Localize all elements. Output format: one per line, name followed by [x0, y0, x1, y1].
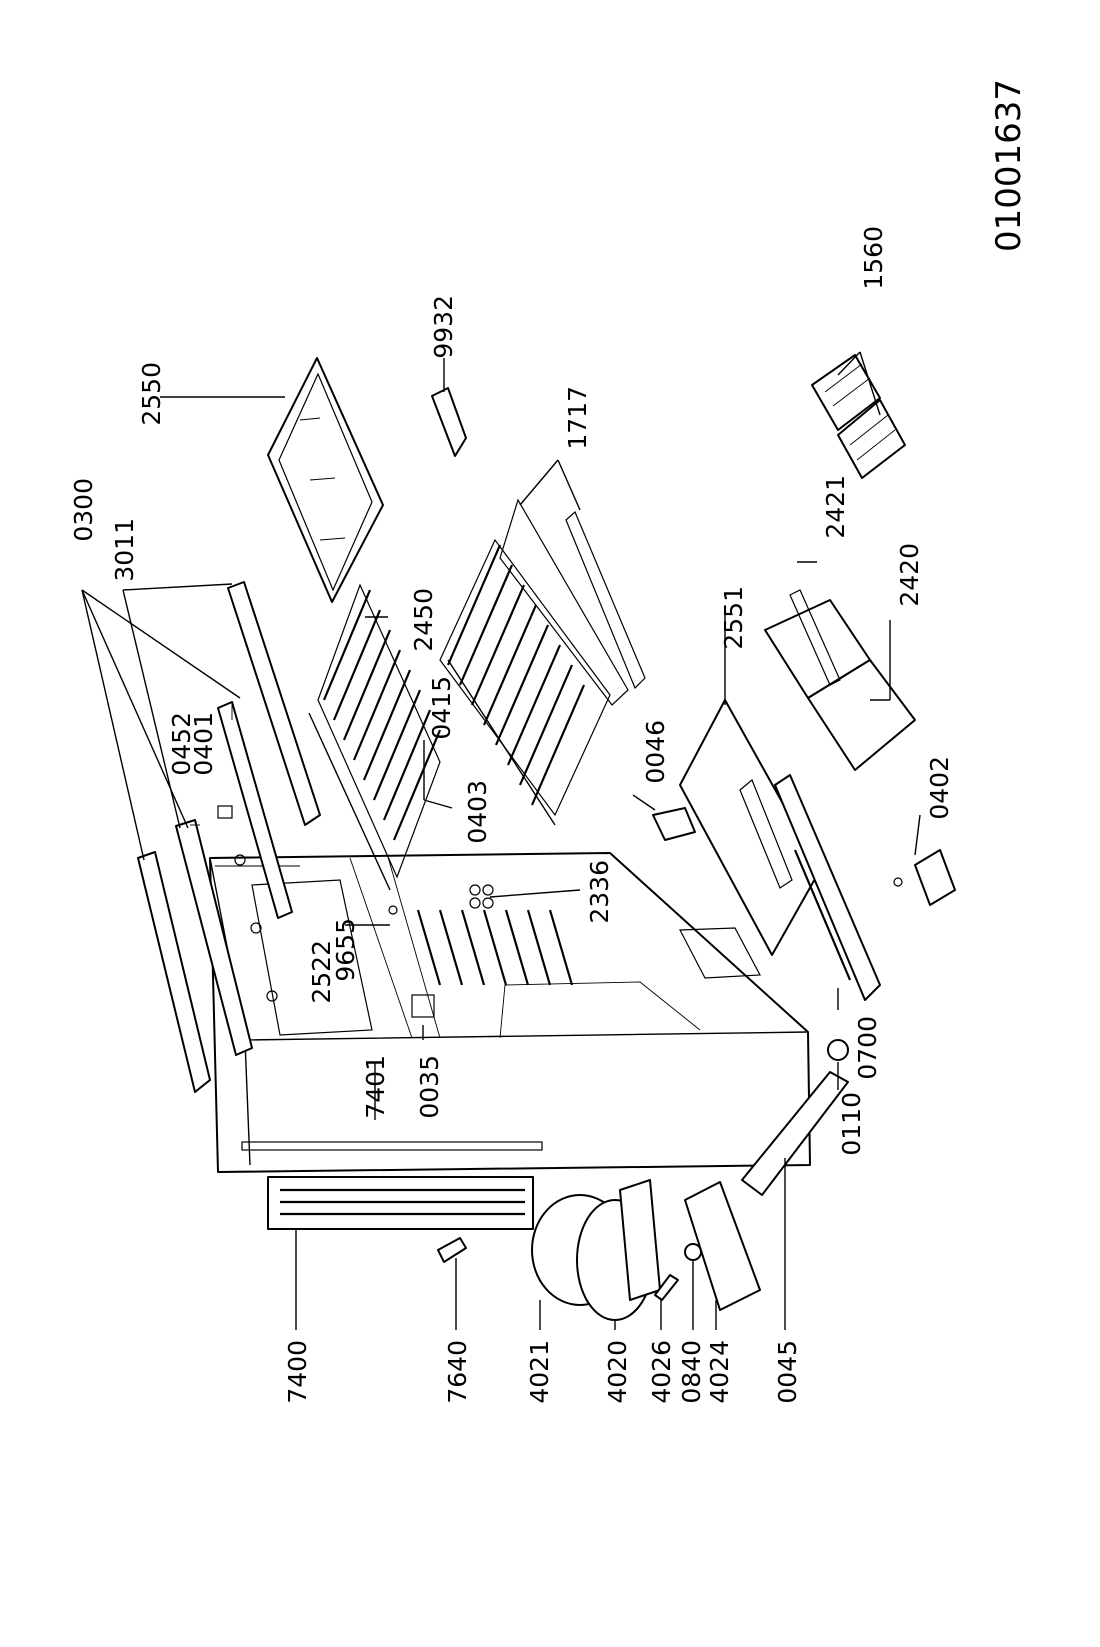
leader-lines — [81, 351, 921, 1330]
thermostat-part — [437, 1237, 467, 1263]
grommet-part — [684, 1243, 702, 1261]
ice-trays — [811, 354, 906, 479]
wire-shelf-lower — [439, 498, 646, 826]
label-2522: 2522 — [307, 940, 336, 1004]
label-0401: 0401 — [189, 712, 218, 776]
clip-part — [654, 1274, 679, 1301]
glass-shelf — [267, 357, 384, 603]
small-clip-part — [431, 387, 467, 457]
storage-baskets — [764, 589, 916, 771]
label-1560: 1560 — [859, 226, 888, 290]
rear-condenser — [267, 1176, 534, 1230]
label-4024: 4024 — [705, 1340, 734, 1404]
label-0452: 0452 — [167, 712, 196, 776]
label-0300: 0300 — [69, 478, 98, 542]
drawer-rail — [774, 774, 881, 1001]
label-7640: 7640 — [443, 1340, 472, 1404]
label-0415: 0415 — [427, 676, 456, 740]
label-1717: 1717 — [563, 386, 592, 450]
label-0402: 0402 — [925, 756, 954, 820]
label-7401: 7401 — [361, 1055, 390, 1119]
label-9655: 9655 — [331, 918, 360, 982]
label-4026: 4026 — [647, 1340, 676, 1404]
part-number-labels: 0300 3011 2550 9932 1717 1560 2450 0415 … — [69, 79, 1029, 1404]
label-0110: 0110 — [837, 1092, 866, 1156]
label-2420: 2420 — [895, 543, 924, 607]
base-plate — [684, 1181, 761, 1311]
front-kick-panel — [741, 1071, 849, 1196]
label-2336: 2336 — [585, 860, 614, 924]
label-0045: 0045 — [773, 1340, 802, 1404]
label-2550: 2550 — [137, 362, 166, 426]
label-2421: 2421 — [821, 475, 850, 539]
hinge-plate — [893, 849, 956, 906]
label-0700: 0700 — [853, 1016, 882, 1080]
compressor-assembly — [531, 1179, 661, 1321]
cabinet-body — [209, 852, 811, 1173]
label-9932: 9932 — [429, 295, 458, 359]
label-3011: 3011 — [110, 518, 139, 582]
leveling-foot — [827, 1039, 849, 1061]
document-number: 01001637 — [989, 79, 1029, 252]
label-4021: 4021 — [525, 1340, 554, 1404]
label-0046: 0046 — [641, 720, 670, 784]
label-4020: 4020 — [603, 1340, 632, 1404]
wire-shelf-upper — [308, 583, 442, 891]
label-2551: 2551 — [719, 586, 748, 650]
label-2450: 2450 — [409, 588, 438, 652]
top-rail-parts — [137, 581, 321, 1093]
label-0035: 0035 — [415, 1055, 444, 1119]
label-7400: 7400 — [283, 1340, 312, 1404]
label-0840: 0840 — [677, 1340, 706, 1404]
inner-ribs — [416, 909, 574, 986]
small-bracket — [652, 807, 696, 841]
label-0403: 0403 — [463, 780, 492, 844]
